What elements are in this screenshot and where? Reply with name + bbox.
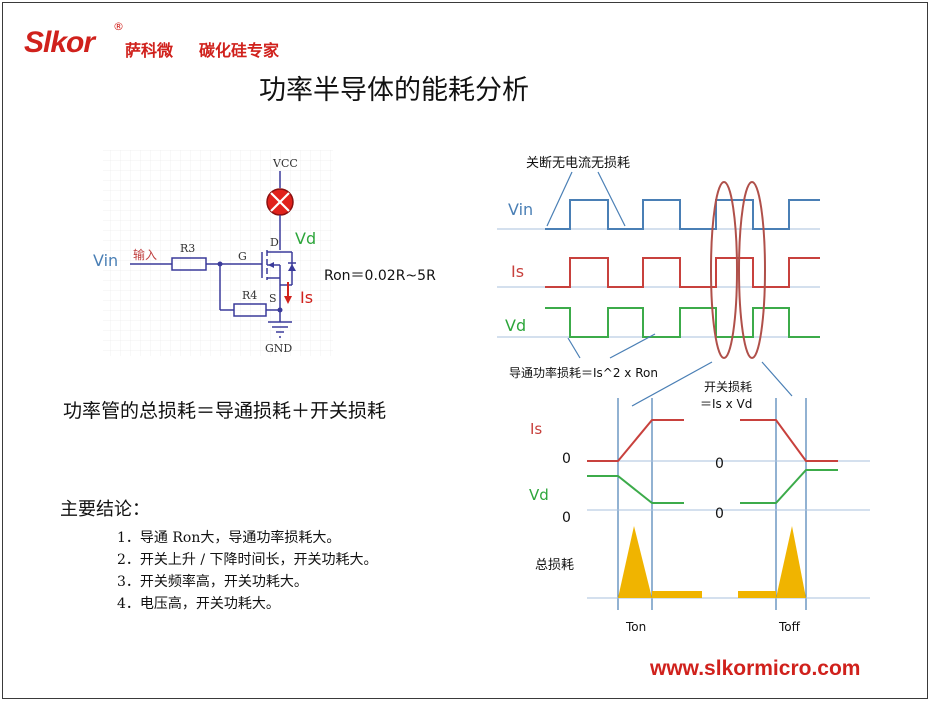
- zoom-is-off: [740, 419, 838, 462]
- source-label: S: [269, 292, 277, 305]
- slkor-logo: Slkor: [24, 26, 95, 59]
- is-waveform: [545, 257, 820, 288]
- conduction-arrow-1: [567, 337, 581, 359]
- gnd-label: GND: [265, 342, 292, 355]
- turn-off-loss-triangle: [776, 526, 806, 598]
- off-no-loss-note: 关断无电流无损耗: [526, 156, 631, 171]
- vd-waveform: [545, 307, 820, 338]
- ton-label: Ton: [626, 620, 647, 634]
- zoom-is-on: [587, 419, 684, 462]
- zero-label-3: 0: [715, 456, 724, 472]
- circuit-vd-label: Vd: [295, 229, 317, 248]
- circuit-is-label: Is: [300, 288, 314, 307]
- zero-label-4: 0: [715, 506, 724, 522]
- zoom-vd-on: [587, 475, 684, 504]
- input-label: 输入: [133, 247, 157, 262]
- conclusion-item-1: 1．导通 Ron大，导通功率损耗大。: [117, 530, 341, 546]
- ron-range-label: Ron＝0.02R~5R: [324, 268, 436, 284]
- total-loss-formula: 功率管的总损耗＝导通损耗＋开关损耗: [63, 400, 387, 422]
- off-note-arrow-1: [546, 171, 573, 227]
- total-loss-label: 总损耗: [535, 558, 575, 573]
- wave-vd-label: Vd: [505, 316, 527, 335]
- wave-vin-label: Vin: [508, 200, 534, 219]
- conclusion-item-4: 4．电压高，开关功耗大。: [117, 596, 280, 612]
- r4-label: R4: [242, 289, 257, 302]
- conduction-loss-formula: 导通功率损耗＝Is^2 x Ron: [509, 366, 658, 380]
- website-url: www.slkormicro.com: [650, 657, 861, 680]
- conduction-loss-bar: [652, 591, 702, 598]
- turn-on-loss-triangle: [618, 526, 652, 598]
- switch-loss-formula: ＝Is x Vd: [700, 397, 753, 411]
- wave-is-label: Is: [511, 262, 525, 281]
- vin-waveform: [545, 199, 820, 230]
- switch-loss-title: 开关损耗: [704, 380, 753, 394]
- zoom-vd-off: [740, 469, 838, 504]
- conclusion-item-3: 3．开关频率高，开关功耗大。: [117, 574, 308, 590]
- registered-mark: ®: [113, 20, 124, 33]
- slide-title: 功率半导体的能耗分析: [259, 75, 529, 106]
- off-note-arrow-2: [597, 171, 626, 227]
- zoom-vd-label: Vd: [529, 486, 549, 504]
- conduction-arrow-2: [609, 333, 656, 359]
- circuit-grid-background: [103, 150, 333, 356]
- current-arrow-icon: [284, 296, 292, 304]
- conclusions-heading: 主要结论：: [60, 499, 150, 520]
- brand-name-cn: 萨科微: [125, 41, 174, 60]
- conduction-loss-bar-2: [738, 591, 776, 598]
- brand-tagline: 碳化硅专家: [199, 41, 280, 60]
- turn-off-highlight-ellipse: [738, 181, 766, 359]
- ton-arrow: [631, 361, 713, 407]
- conclusion-item-2: 2．开关上升 / 下降时间长，开关功耗大。: [117, 552, 378, 568]
- r3-label: R3: [180, 242, 195, 255]
- zero-label-1: 0: [562, 451, 571, 467]
- zoom-is-label: Is: [530, 420, 543, 438]
- gate-label: G: [238, 250, 247, 263]
- vcc-label: VCC: [272, 157, 298, 170]
- toff-label: Toff: [779, 620, 800, 634]
- drain-label: D: [270, 236, 279, 249]
- circuit-vin-label: Vin: [93, 251, 119, 270]
- turn-on-highlight-ellipse: [710, 181, 738, 359]
- zero-label-2: 0: [562, 510, 571, 526]
- toff-arrow: [761, 361, 793, 397]
